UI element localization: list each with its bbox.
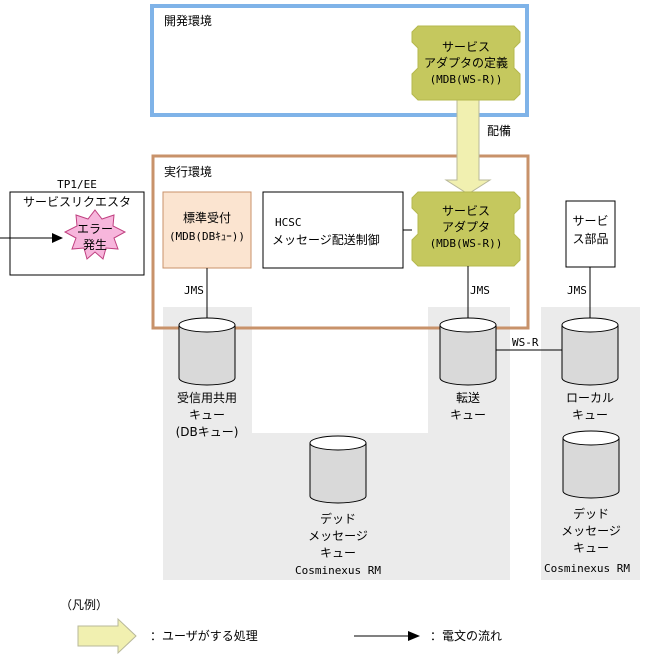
dead-queue-main-line1: デッド	[319, 512, 356, 526]
jms-label-std: JMS	[184, 284, 204, 297]
rm-area-notch	[252, 307, 428, 433]
dev-environment-title: 開発環境	[164, 14, 213, 28]
dead-queue-right-line1: デッド	[572, 507, 609, 521]
adapter-definition-line3: (MDB(WS-R))	[429, 73, 503, 86]
adapter-line3: (MDB(WS-R))	[429, 237, 503, 250]
legend-message-flow-label: ：電文の流れ	[430, 629, 503, 643]
tp1-label: TP1/EE	[57, 178, 97, 191]
error-starburst	[63, 209, 127, 260]
error-label-line2: 発生	[82, 238, 107, 252]
shared-queue-line2: キュー	[188, 408, 225, 422]
error-label-line1: エラー	[76, 222, 113, 236]
adapter-shape	[411, 191, 521, 267]
dead-queue-main-line2: メッセージ	[308, 529, 368, 543]
dead-queue-cylinder-right	[562, 430, 620, 499]
local-queue-line2: キュー	[571, 408, 608, 422]
std-receiver-line1: 標準受付	[182, 211, 231, 225]
exec-environment-title: 実行環境	[164, 165, 213, 179]
legend-user-process-arrow	[77, 617, 137, 655]
hcsc-box	[262, 191, 404, 269]
dead-queue-main-line3: キュー	[319, 546, 356, 560]
dead-queue-right-line2: メッセージ	[561, 524, 621, 538]
deploy-arrow	[444, 95, 492, 195]
service-requester-label: サービスリクエスタ	[22, 195, 131, 209]
hcsc-line2: メッセージ配送制御	[272, 233, 380, 247]
shared-queue-line1: 受信用共用	[176, 391, 237, 405]
local-queue-cylinder	[561, 317, 619, 386]
adapter-definition-line2: アダプタの定義	[423, 56, 508, 70]
deploy-label: 配備	[487, 124, 512, 138]
adapter-line1: サービス	[441, 204, 490, 218]
legend-title: （凡例）	[60, 598, 109, 612]
transfer-queue-cylinder	[439, 317, 497, 386]
transfer-queue-line2: キュー	[449, 408, 486, 422]
std-receiver-line2: (MDB(DBｷｭｰ))	[168, 230, 246, 243]
jms-label-adapter: JMS	[470, 284, 490, 297]
jms-label-part: JMS	[567, 284, 587, 297]
dead-queue-right-line3: キュー	[572, 541, 609, 555]
service-part-line2: ス部品	[572, 232, 609, 246]
shared-queue-cylinder	[178, 317, 236, 386]
service-part-box	[565, 200, 616, 268]
input-arrow-head	[52, 233, 63, 243]
service-part-line1: サービ	[572, 214, 609, 228]
rm-label-main: Cosminexus RM	[294, 564, 382, 577]
adapter-definition-shape	[411, 25, 521, 101]
rm-label-right: Cosminexus RM	[543, 562, 631, 575]
adapter-definition-line1: サービス	[441, 40, 490, 54]
hcsc-line1: HCSC	[275, 216, 302, 229]
dev-environment-box	[150, 4, 529, 117]
std-receiver-box	[162, 191, 252, 269]
local-queue-line1: ローカル	[565, 391, 614, 405]
transfer-queue-line1: 転送	[455, 391, 480, 405]
dead-queue-cylinder-main	[309, 435, 367, 504]
ws-r-label: WS-R	[512, 336, 539, 349]
legend-flow-arrowhead	[408, 631, 420, 641]
shared-queue-line3: (DBキュー)	[175, 425, 239, 439]
adapter-line2: アダプタ	[441, 220, 490, 234]
legend-user-process-label: ：ユーザがする処理	[150, 629, 258, 643]
exec-environment-box	[151, 154, 530, 330]
